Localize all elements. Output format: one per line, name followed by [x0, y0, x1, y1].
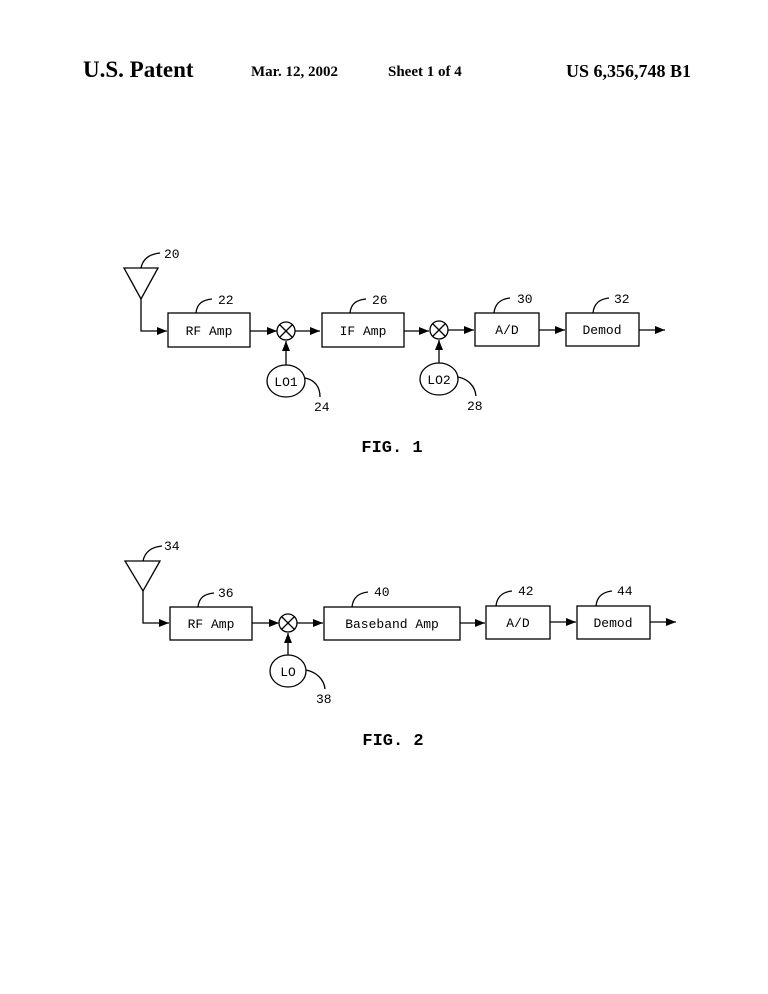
fig1-demod-ref: 32: [614, 292, 630, 307]
fig1-block-if-amp: [321, 312, 405, 348]
fig2-mixer-icon: [278, 613, 298, 633]
fig2-block-demod-label: Demod: [593, 616, 632, 631]
fig2-rf-amp-ref: 36: [218, 586, 234, 601]
fig1-mixer-2-icon: [429, 320, 449, 340]
fig1-ad-ref: 30: [517, 292, 533, 307]
fig1-oscillator-lo1-ref: 24: [314, 400, 330, 415]
fig1-rf-amp-ref-leader: [195, 298, 213, 314]
fig1-block-rf-amp: [167, 312, 251, 348]
header-title: U.S. Patent: [83, 57, 194, 82]
fig1-if-amp-ref: 26: [372, 293, 388, 308]
fig1-rf-amp-ref: 22: [218, 293, 234, 308]
fig1-oscillator-lo2-ref: 28: [467, 399, 483, 414]
header-patent-number: US 6,356,748 B1: [566, 61, 692, 81]
fig1-antenna-ref: 20: [164, 247, 180, 262]
fig1-antenna-feed: [140, 299, 167, 335]
fig1-block-rf-amp-label: RF Amp: [186, 324, 233, 339]
fig2-caption: FIG. 2: [362, 732, 423, 751]
fig1-oscillator-lo1-label: LO1: [274, 375, 298, 390]
fig2-demod-ref: 44: [617, 584, 633, 599]
fig2-oscillator-lo-ref: 38: [316, 692, 332, 707]
fig1-caption: FIG. 1: [361, 439, 422, 458]
fig1-antenna-ref-leader: [140, 252, 161, 269]
fig2-oscillator-lo-label: LO: [280, 665, 296, 680]
fig1-diagram: 20 RF Amp 22 LO1 24 IF Amp 26: [122, 247, 665, 415]
header-sheet: Sheet 1 of 4: [388, 64, 462, 80]
fig2-antenna-icon: [123, 560, 162, 593]
fig1-antenna-icon: [122, 267, 160, 301]
fig1-oscillator-lo2-label: LO2: [427, 373, 450, 388]
fig1-mixer-1-icon: [276, 321, 296, 341]
fig1-block-ad-label: A/D: [495, 323, 519, 338]
fig2-block-rf-amp-label: RF Amp: [188, 617, 235, 632]
fig1-block-demod-label: Demod: [582, 323, 621, 338]
header-date: Mar. 12, 2002: [251, 64, 338, 80]
fig2-block-ad-label: A/D: [506, 616, 530, 631]
fig2-antenna-ref: 34: [164, 539, 180, 554]
fig2-block-baseband-amp-label: Baseband Amp: [345, 617, 439, 632]
fig2-diagram: 34 RF Amp 36 LO 38 Baseband Amp 40 A/D 4…: [123, 539, 676, 707]
fig2-ad-ref: 42: [518, 584, 534, 599]
fig1-block-if-amp-label: IF Amp: [340, 324, 387, 339]
fig2-baseband-amp-ref: 40: [374, 585, 390, 600]
